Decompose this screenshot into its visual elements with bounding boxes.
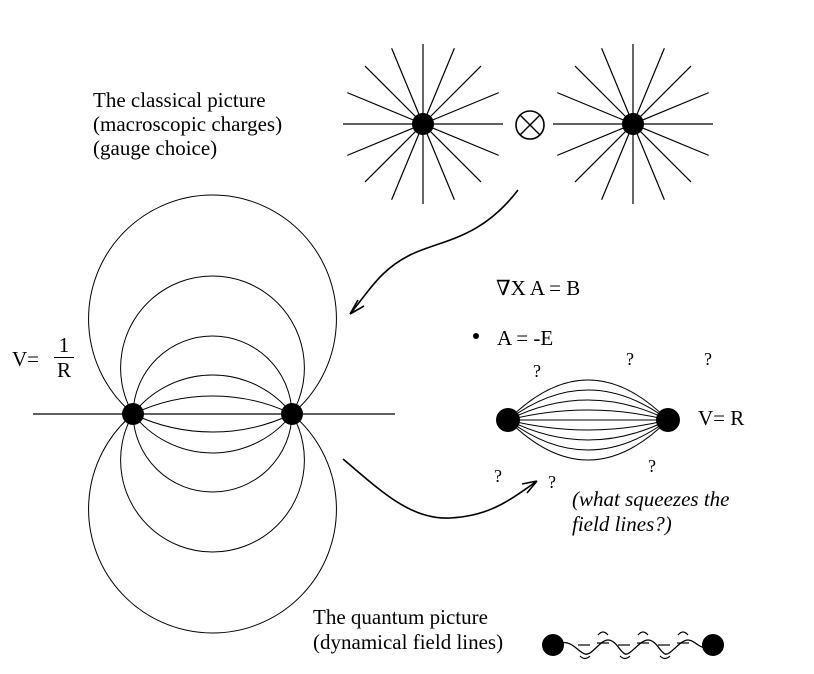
arrow-to-dipole	[349, 189, 519, 315]
flux-line	[507, 409, 669, 421]
field-ray	[574, 123, 634, 183]
field-ray	[364, 123, 424, 183]
flux-line	[507, 379, 669, 421]
field-ray	[557, 92, 634, 125]
point-charge	[622, 113, 644, 135]
dipole-charge-right	[281, 403, 303, 425]
dipole-potential-fraction: 1 R	[54, 334, 74, 381]
quark-left	[542, 634, 564, 656]
flux-tube-field-lines	[496, 379, 680, 461]
field-ray	[632, 123, 692, 183]
field-ray	[391, 48, 424, 125]
time-derivative-equation: A = -E	[497, 326, 553, 350]
dipole-charge-left	[122, 403, 144, 425]
field-ray	[601, 48, 634, 125]
field-ray	[347, 123, 424, 156]
field-ray	[601, 123, 634, 200]
field-ray	[347, 92, 424, 125]
field-ray	[422, 123, 482, 183]
squeeze-question-line2: field lines?)	[572, 512, 672, 536]
question-mark: ?	[494, 466, 502, 486]
field-ray	[557, 123, 634, 156]
field-ray	[422, 92, 499, 125]
dipole-field-lines	[33, 194, 395, 634]
quantum-title: The quantum picture	[313, 605, 488, 629]
quark-right	[702, 634, 724, 656]
field-ray	[632, 65, 692, 125]
flux-line	[507, 389, 669, 421]
field-ray	[574, 65, 634, 125]
classical-subtitle-gauge: (gauge choice)	[93, 136, 218, 160]
question-mark: ?	[548, 472, 556, 492]
tube-charge-left	[496, 408, 520, 432]
field-line-arc	[88, 413, 337, 634]
field-line-arc	[88, 194, 337, 415]
electric-field-rhs: = -E	[511, 326, 554, 350]
flux-line	[507, 419, 669, 451]
field-line-arc	[132, 413, 293, 433]
question-mark: ?	[648, 456, 656, 476]
quantum-string	[542, 631, 724, 660]
flux-line	[507, 419, 669, 441]
field-ray	[364, 65, 424, 125]
field-ray	[422, 123, 455, 200]
field-ray	[632, 92, 709, 125]
field-line-arc	[132, 413, 293, 454]
field-ray	[632, 123, 665, 200]
question-mark: ?	[626, 349, 634, 369]
classical-title: The classical picture	[93, 88, 266, 112]
dipole-potential-lhs: V=	[12, 347, 40, 371]
flux-line	[507, 399, 669, 421]
tube-charge-right	[656, 408, 680, 432]
field-ray	[422, 65, 482, 125]
field-line-arc	[132, 395, 293, 415]
point-charge	[412, 113, 434, 135]
field-line-arc	[132, 413, 293, 493]
field-line-arc	[132, 335, 293, 415]
field-line-arc	[132, 374, 293, 415]
question-mark: ?	[533, 361, 541, 381]
quantum-subtitle: (dynamical field lines)	[313, 630, 504, 654]
arrow-to-flux-tube	[342, 458, 538, 519]
string-potential: V= R	[698, 406, 745, 430]
field-ray	[422, 123, 499, 156]
time-derivative-dot	[473, 333, 479, 339]
fraction-numerator: 1	[58, 333, 70, 357]
flux-line	[507, 419, 669, 461]
field-ray	[632, 123, 709, 156]
squeeze-question-line1: (what squeezes the	[572, 487, 730, 511]
curl-equation: ∇X A = B	[496, 276, 581, 300]
field-line-arc	[120, 413, 305, 553]
cross-product-symbol	[515, 110, 545, 140]
flux-line	[507, 419, 669, 431]
field-line-arc	[120, 275, 305, 415]
point-charge-radial-field-left	[343, 44, 503, 204]
field-ray	[632, 48, 665, 125]
point-charge-radial-field-right	[553, 44, 713, 204]
field-ray	[391, 123, 424, 200]
field-ray	[422, 48, 455, 125]
vector-potential-symbol: A	[497, 326, 512, 350]
fraction-denominator: R	[56, 358, 71, 382]
classical-subtitle-charges: (macroscopic charges)	[93, 112, 283, 136]
question-mark: ?	[704, 349, 712, 369]
